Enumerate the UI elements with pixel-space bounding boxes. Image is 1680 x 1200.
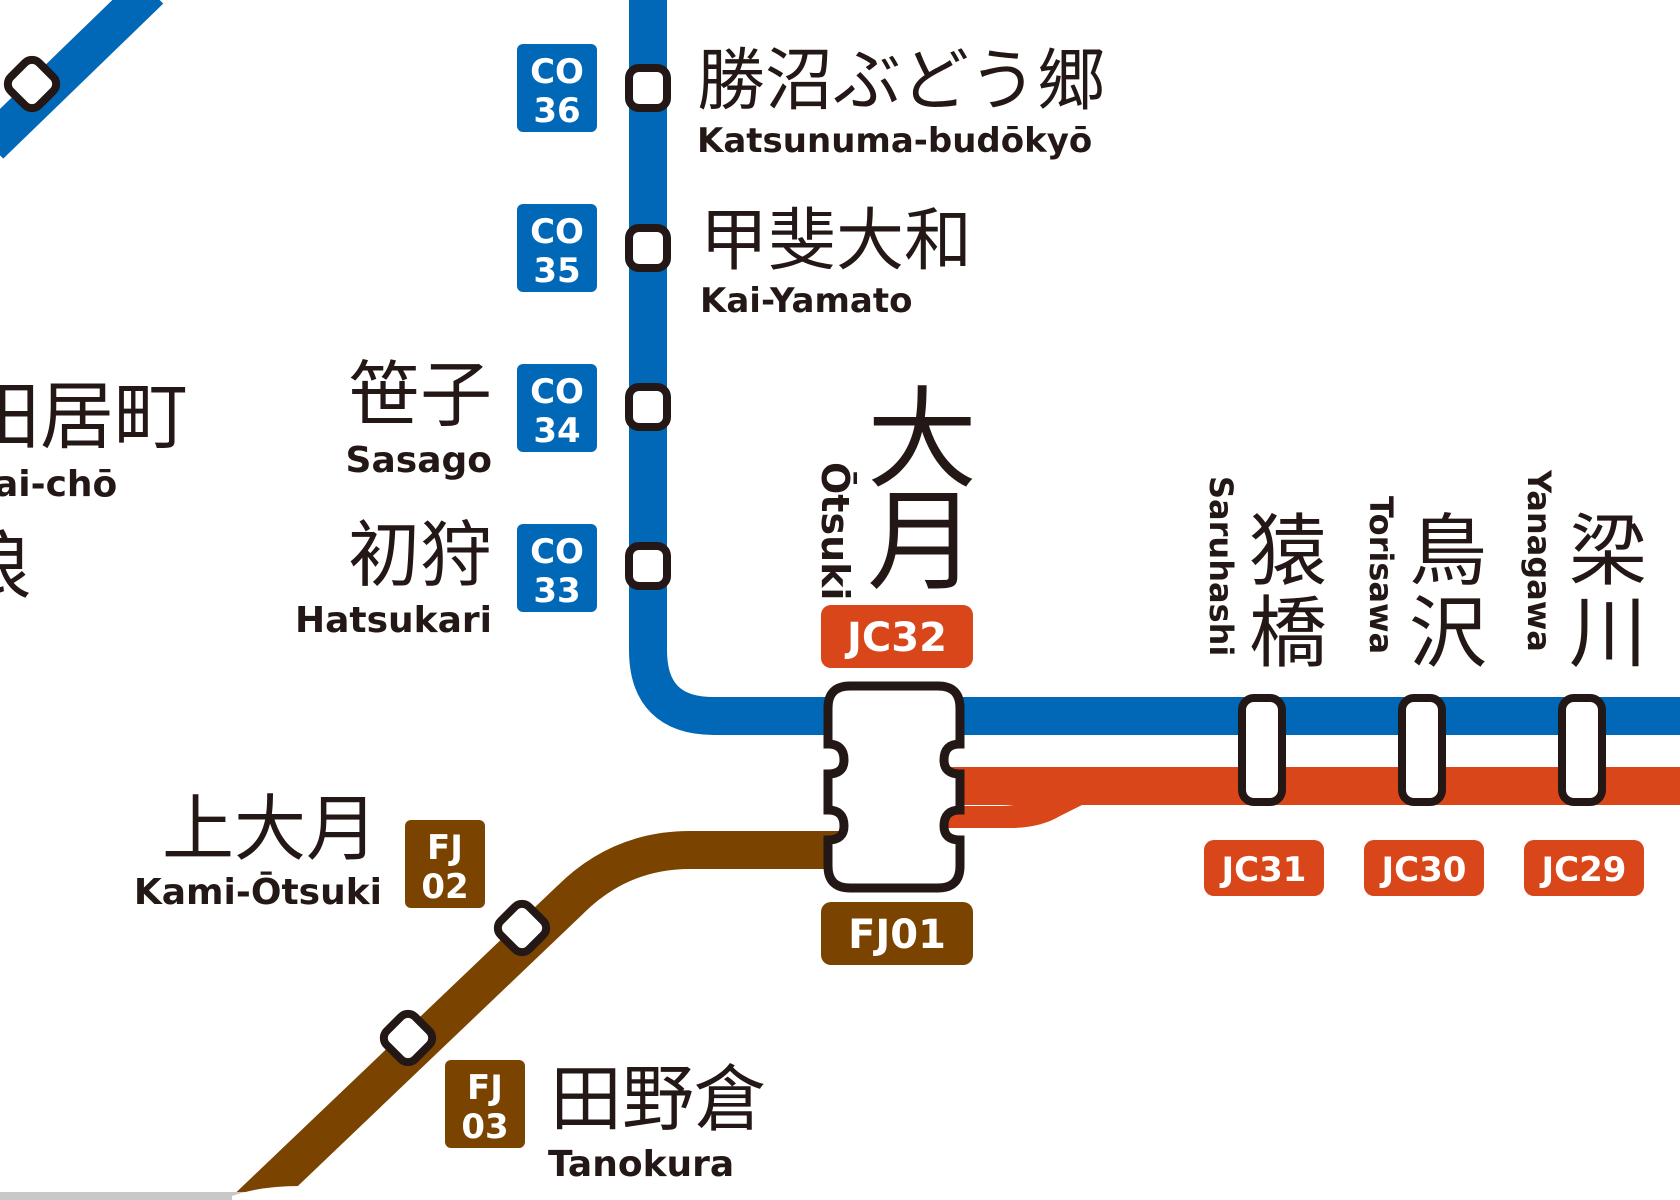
name-torisawa-en: Torisawa (1362, 496, 1400, 654)
svg-text:CO: CO (530, 532, 584, 572)
name-otsuki-ja-2: 月 (867, 478, 977, 606)
name-torisawa-ja-2: 沢 (1409, 589, 1487, 679)
name-tanokura-ja: 田野倉 (550, 1057, 766, 1141)
name-saruhashi-ja-2: 橋 (1249, 589, 1327, 679)
name-partial-left-1-ja: 田居町 (0, 374, 188, 460)
name-kai-yamato-en: Kai-Yamato (700, 281, 912, 321)
badge-kai-yamato: CO 35 (517, 204, 597, 292)
name-sasago-ja: 笹子 (348, 353, 492, 437)
svg-text:FJ: FJ (467, 1068, 503, 1108)
fujikyuko-line (228, 831, 845, 1200)
station-marker-torisawa[interactable] (1398, 694, 1446, 806)
svg-text:FJ01: FJ01 (848, 912, 946, 958)
station-marker-upper-left[interactable] (3, 55, 61, 113)
svg-text:JC31: JC31 (1220, 850, 1307, 890)
badge-sasago: CO 34 (517, 364, 597, 452)
name-kami-otsuki-ja: 上大月 (162, 787, 378, 871)
svg-text:35: 35 (533, 251, 580, 291)
bottom-curve (232, 1186, 1680, 1200)
chuo-rapid-line (629, 0, 1680, 735)
name-hatsukari-ja: 初狩 (348, 513, 492, 597)
badge-katsunuma: CO 36 (517, 44, 597, 132)
badge-hatsukari: CO 33 (517, 524, 597, 612)
svg-text:03: 03 (461, 1107, 508, 1147)
name-yanagawa-ja-1: 梁 (1569, 507, 1647, 597)
name-partial-left-2-ja: 浪 (0, 524, 32, 610)
station-marker-katsunuma[interactable] (625, 64, 671, 112)
station-marker-kai-yamato[interactable] (625, 224, 671, 272)
name-tanokura-en: Tanokura (548, 1144, 734, 1185)
svg-text:33: 33 (533, 571, 580, 611)
badge-tanokura: FJ 03 (445, 1060, 525, 1148)
name-katsunuma-ja: 勝沼ぶどう郷 (697, 42, 1105, 121)
name-hatsukari-en: Hatsukari (295, 600, 492, 641)
badge-otsuki-jc: JC32 (821, 605, 973, 668)
station-marker-otsuki[interactable] (823, 681, 965, 893)
name-yanagawa-ja-2: 川 (1569, 589, 1647, 679)
badge-otsuki-fj: FJ01 (821, 902, 973, 965)
name-otsuki-en: Ōtsuki (813, 462, 857, 600)
name-saruhashi-ja-1: 猿 (1249, 507, 1327, 597)
svg-text:CO: CO (530, 212, 584, 252)
station-marker-tanokura[interactable] (379, 1009, 437, 1067)
chuo-line-branch (900, 776, 1140, 828)
svg-text:CO: CO (530, 372, 584, 412)
station-marker-sasago[interactable] (625, 383, 671, 431)
badge-kami-otsuki: FJ 02 (405, 820, 485, 908)
name-saruhashi-en: Saruhashi (1202, 476, 1240, 656)
name-kami-otsuki-en: Kami-Ōtsuki (134, 871, 382, 913)
station-marker-kami-otsuki[interactable] (493, 899, 551, 957)
name-sasago-en: Sasago (346, 440, 492, 481)
svg-text:02: 02 (421, 867, 468, 907)
name-torisawa-ja-1: 鳥 (1409, 507, 1487, 597)
badge-torisawa: JC30 (1364, 840, 1484, 896)
station-marker-saruhashi[interactable] (1238, 694, 1286, 806)
partial-line-upper-left (0, 0, 164, 159)
svg-text:CO: CO (530, 52, 584, 92)
name-otsuki-ja-1: 大 (867, 376, 977, 504)
svg-text:FJ: FJ (427, 828, 463, 868)
svg-text:JC30: JC30 (1380, 850, 1467, 890)
badge-saruhashi: JC31 (1204, 840, 1324, 896)
name-partial-left-1-en: ai-chō (0, 464, 117, 505)
name-katsunuma-en: Katsunuma-budōkyō (697, 121, 1092, 161)
svg-text:34: 34 (533, 411, 580, 451)
station-marker-yanagawa[interactable] (1558, 694, 1606, 806)
svg-text:JC29: JC29 (1540, 850, 1627, 890)
station-marker-hatsukari[interactable] (625, 542, 671, 590)
name-yanagawa-en: Yanagawa (1520, 469, 1558, 652)
svg-text:36: 36 (533, 91, 580, 131)
name-kai-yamato-ja: 甲斐大和 (700, 202, 972, 281)
badge-yanagawa: JC29 (1524, 840, 1644, 896)
svg-text:JC32: JC32 (844, 615, 947, 661)
